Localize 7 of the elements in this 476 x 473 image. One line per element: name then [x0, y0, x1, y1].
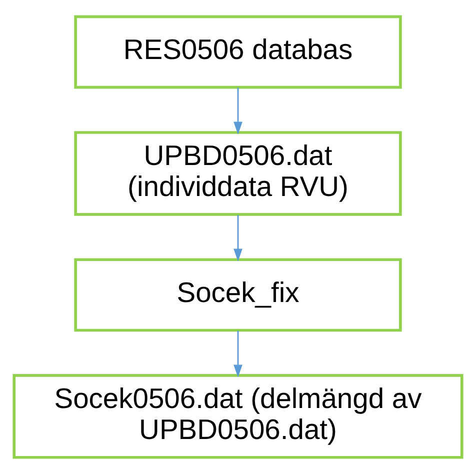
node-box: Socek0506.dat (delmängd av UPBD0506.dat) [12, 374, 464, 458]
node-box: RES0506 databas [74, 14, 402, 88]
arrow [234, 214, 242, 261]
arrow [234, 330, 242, 377]
node-box: UPBD0506.dat (individdata RVU) [74, 130, 402, 216]
node-box: Socek_fix [74, 258, 402, 332]
arrow [234, 87, 242, 134]
